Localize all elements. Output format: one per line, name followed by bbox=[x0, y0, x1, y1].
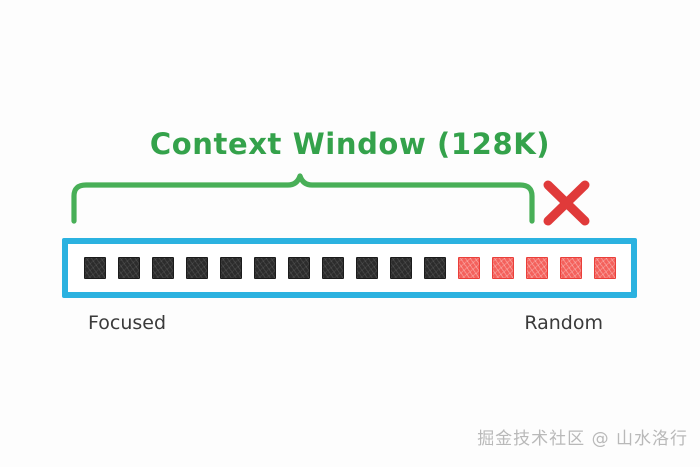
token-square-dark bbox=[389, 257, 412, 279]
token-square-dark bbox=[151, 257, 174, 279]
token-square-dark bbox=[219, 257, 242, 279]
token-square-red bbox=[525, 257, 548, 279]
label-focused: Focused bbox=[88, 312, 167, 334]
token-square-dark bbox=[355, 257, 378, 279]
token-square-red bbox=[491, 257, 514, 279]
token-square-dark bbox=[423, 257, 446, 279]
token-square-dark bbox=[253, 257, 276, 279]
token-square-red bbox=[457, 257, 480, 279]
token-row bbox=[68, 238, 631, 298]
label-random: Random bbox=[524, 312, 603, 334]
token-square-dark bbox=[117, 257, 140, 279]
token-square-dark bbox=[83, 257, 106, 279]
token-square-red bbox=[593, 257, 616, 279]
context-window-inner-border bbox=[68, 244, 631, 292]
page-title: Context Window (128K) bbox=[149, 127, 551, 161]
token-square-dark bbox=[185, 257, 208, 279]
watermark: 掘金技术社区 @ 山水洛行 bbox=[477, 429, 688, 449]
token-square-dark bbox=[287, 257, 310, 279]
token-square-dark bbox=[321, 257, 344, 279]
token-square-red bbox=[559, 257, 582, 279]
